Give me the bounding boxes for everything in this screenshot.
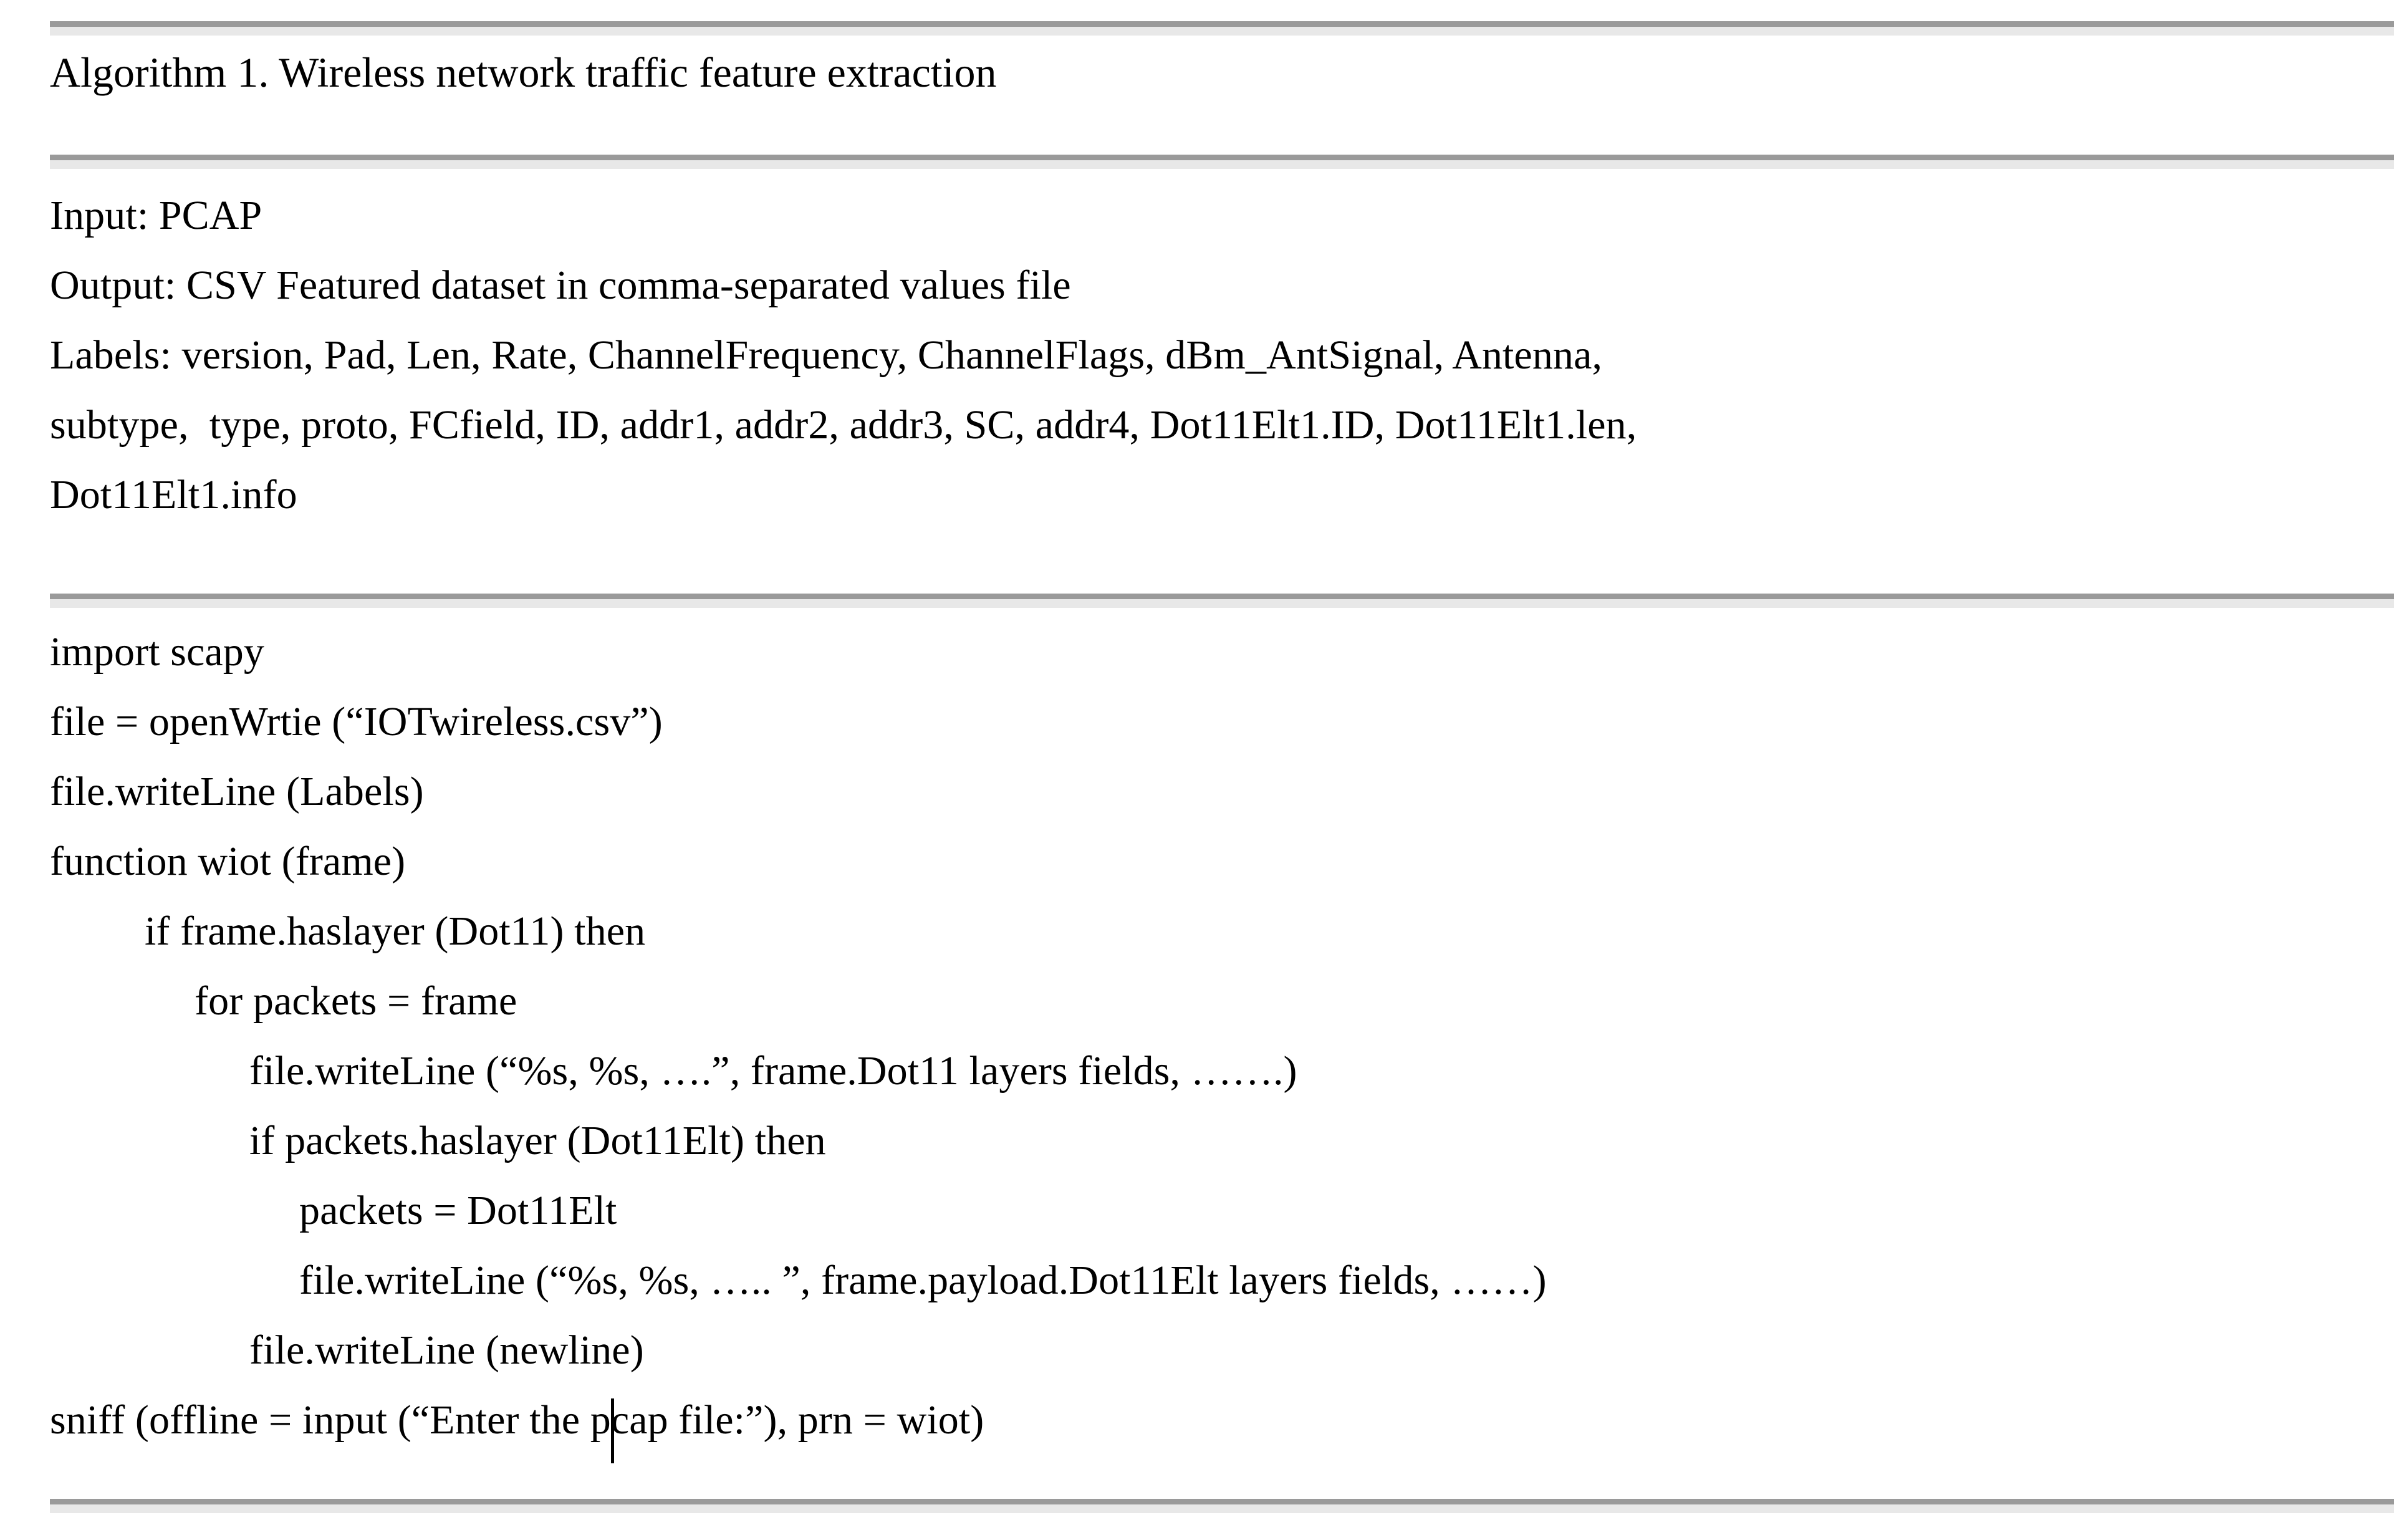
algorithm-title: Algorithm 1. Wireless network traffic fe… bbox=[50, 49, 997, 96]
text-cursor-caret bbox=[610, 1398, 614, 1463]
output-line: Output: CSV Featured dataset in comma-se… bbox=[50, 262, 1071, 308]
code-line-if-haslayer-dot11: if frame.haslayer (Dot11) then bbox=[145, 908, 646, 954]
rule-under-title bbox=[50, 155, 2394, 169]
algorithm-io-section: Input: PCAP Output: CSV Featured dataset… bbox=[50, 181, 2357, 530]
code-line-writeline-dot11elt-fields: file.writeLine (“%s, %s, ….. ”, frame.pa… bbox=[299, 1258, 1547, 1303]
rule-under-io bbox=[50, 594, 2394, 608]
code-line-import-scapy: import scapy bbox=[50, 629, 264, 675]
labels-line-3: Dot11Elt1.info bbox=[50, 472, 297, 517]
labels-line-1: Labels: version, Pad, Len, Rate, Channel… bbox=[50, 332, 1603, 378]
sniff-text-after-caret: cap file:”), prn = wiot) bbox=[610, 1397, 984, 1443]
labels-line-2: subtype, type, proto, FCfield, ID, addr1… bbox=[50, 402, 1637, 448]
code-line-function-wiot: function wiot (frame) bbox=[50, 839, 406, 884]
sniff-text-before-caret: sniff (offline = input (“Enter the p bbox=[50, 1397, 611, 1443]
code-line-open-file: file = openWrtie (“IOTwireless.csv”) bbox=[50, 699, 663, 744]
code-line-if-haslayer-dot11elt: if packets.haslayer (Dot11Elt) then bbox=[249, 1118, 826, 1163]
rule-bottom-border bbox=[50, 1499, 2394, 1513]
input-line: Input: PCAP bbox=[50, 193, 262, 238]
algorithm-title-section: Algorithm 1. Wireless network traffic fe… bbox=[50, 41, 2357, 103]
algorithm-code-section: import scapy file = openWrtie (“IOTwirel… bbox=[50, 617, 2357, 1463]
rule-top-border bbox=[50, 21, 2394, 36]
code-line-for-packets: for packets = frame bbox=[195, 978, 517, 1024]
code-line-writeline-newline: file.writeLine (newline) bbox=[249, 1327, 644, 1373]
code-line-write-labels: file.writeLine (Labels) bbox=[50, 769, 424, 814]
code-line-writeline-dot11-fields: file.writeLine (“%s, %s, ….”, frame.Dot1… bbox=[249, 1048, 1297, 1094]
code-line-packets-assign-dot11elt: packets = Dot11Elt bbox=[299, 1188, 617, 1233]
